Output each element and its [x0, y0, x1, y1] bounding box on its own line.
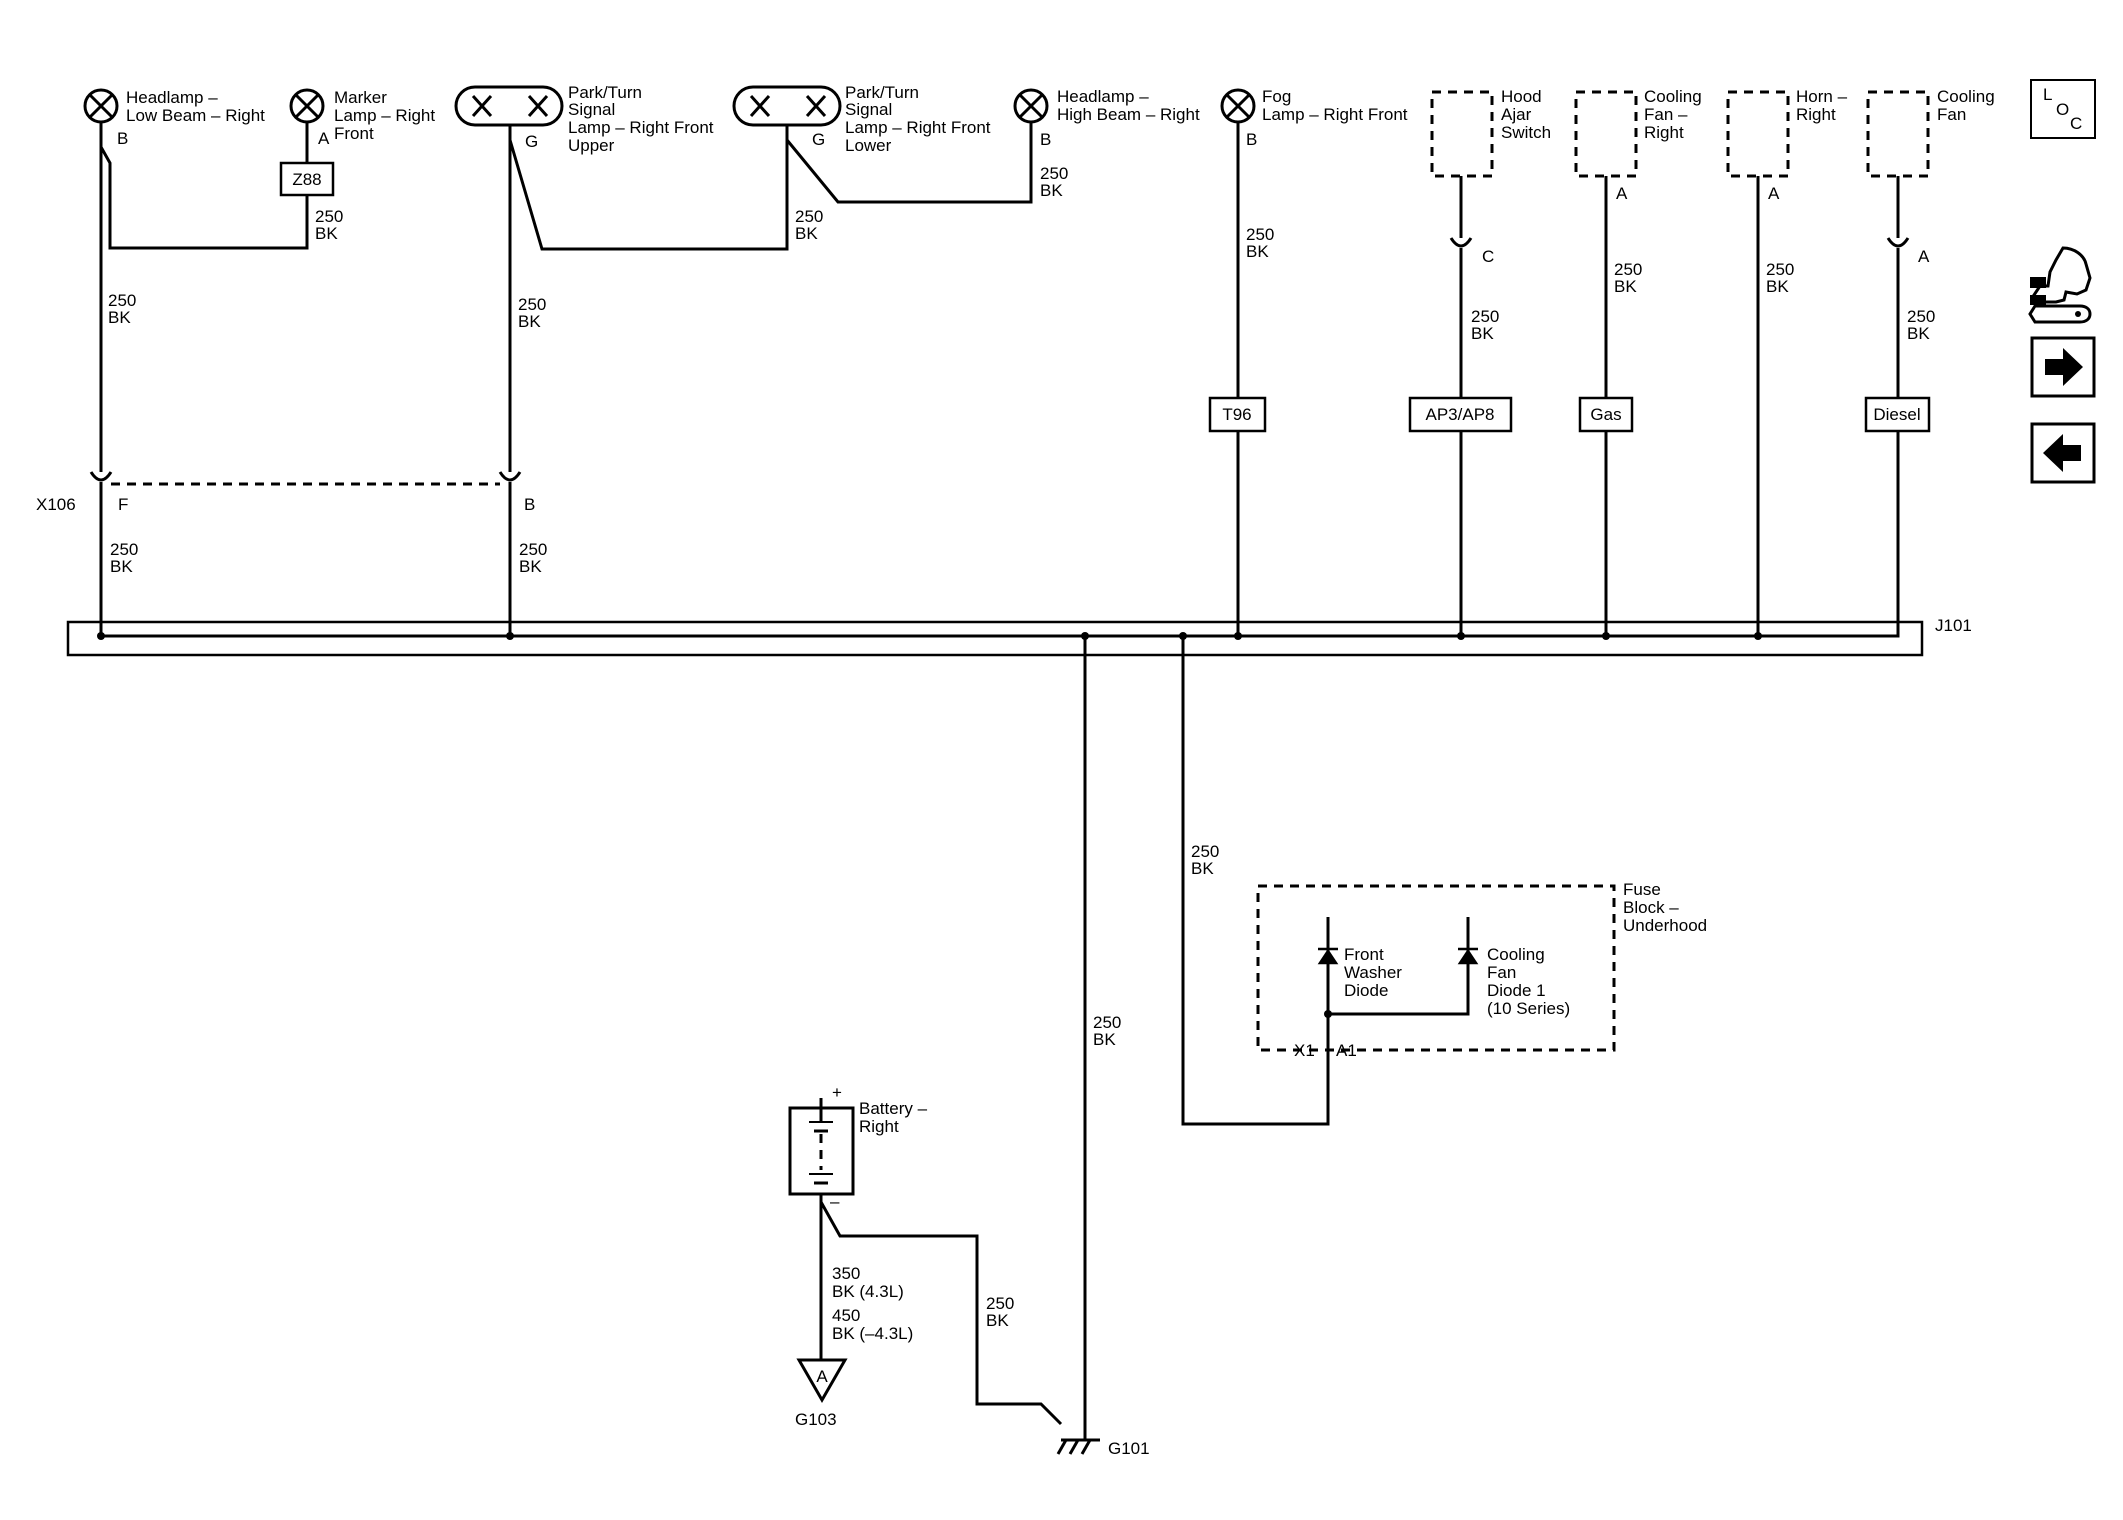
wire-label-hood: 250 BK — [1471, 307, 1504, 343]
wire-label-horn: 250 BK — [1766, 260, 1799, 296]
marker-lamp-label: Marker Lamp – Right Front — [334, 88, 440, 143]
diesel-option-box — [1864, 396, 1931, 433]
cooling-fan-right-pin: A — [1616, 184, 1628, 203]
wire-label-x106-f: 250 BK — [110, 540, 143, 576]
wire-label-fog: 250 BK — [1246, 225, 1279, 261]
battery-plus-pin: + — [832, 1083, 842, 1102]
fuse-block-box — [1256, 884, 1616, 1052]
wire-label-cooling-fan-right: 250 BK — [1614, 260, 1647, 296]
j101-label: J101 — [1935, 616, 1972, 635]
wire-label-park-upper: 250 BK — [518, 295, 551, 331]
marker-lamp-symbol — [289, 88, 325, 124]
fog-lamp-symbol — [1220, 88, 1256, 124]
x106-label: X106 — [36, 495, 76, 514]
headlamp-high-beam-label: Headlamp – High Beam – Right — [1057, 87, 1200, 124]
headlamp-low-beam-symbol — [83, 88, 119, 124]
ap3-option-box — [1408, 396, 1513, 433]
cooling-fan-label: Cooling Fan — [1937, 87, 1999, 124]
hood-pin-c: C — [1482, 247, 1494, 266]
x106-pin-f: F — [118, 495, 128, 514]
gas-option-label: Gas — [1590, 405, 1621, 424]
cooling-fan-box — [1866, 90, 1930, 178]
wire-headlamp-low-splice — [99, 146, 309, 250]
front-washer-diode-symbol — [1317, 947, 1339, 965]
park-turn-lower-label: Park/Turn Signal Lamp – Right Front Lowe… — [845, 83, 995, 155]
wire-label-x106-b: 250 BK — [519, 540, 552, 576]
battery-symbol — [809, 1098, 833, 1185]
wire-fuse-block-feed — [1181, 636, 1330, 1126]
wire-label-battery-g103: 350 BK (4.3L) 450 BK (–4.3L) — [832, 1264, 913, 1343]
z88-option-box — [279, 161, 335, 197]
headlamp-low-beam-label: Headlamp – Low Beam – Right — [126, 88, 265, 125]
arrow-left-icon — [2043, 434, 2081, 472]
horn-right-pin: A — [1768, 184, 1780, 203]
cooling-fan-connector-a — [1886, 237, 1910, 248]
battery-label: Battery – Right — [859, 1099, 932, 1136]
fuse-block-pin-x1: X1 — [1294, 1041, 1315, 1060]
z88-option-label: Z88 — [292, 170, 321, 189]
wire-label-headlamp-high: 250 BK — [1040, 164, 1073, 200]
wire-label-park-lower: 250 BK — [795, 207, 828, 243]
park-turn-upper-label: Park/Turn Signal Lamp – Right Front Uppe… — [568, 83, 718, 155]
back-arrow-button[interactable] — [2030, 422, 2096, 484]
hood-ajar-switch-box — [1430, 90, 1494, 178]
park-turn-upper-symbol — [454, 85, 564, 127]
g103-ground-symbol — [796, 1358, 848, 1404]
cooling-fan-diode-symbol — [1457, 947, 1479, 965]
t96-option-label: T96 — [1222, 405, 1251, 424]
wire-cooling-fan-bottom — [1889, 431, 1900, 638]
loc-button-o: O — [2056, 100, 2069, 119]
t96-option-box — [1208, 396, 1267, 433]
x106-connector-b — [498, 471, 522, 482]
wire-label-battery-g101: 250 BK — [986, 1294, 1019, 1330]
fog-lamp-pin: B — [1246, 130, 1257, 149]
cooling-fan-right-box — [1574, 90, 1638, 178]
wire-label-marker: 250 BK — [315, 207, 348, 243]
front-washer-diode-label: Front Washer Diode — [1344, 945, 1407, 1000]
diesel-option-label: Diesel — [1873, 405, 1920, 424]
x106-connector-f — [89, 471, 113, 482]
cooling-fan-diode-label: Cooling Fan Diode 1 (10 Series) — [1487, 945, 1570, 1018]
x106-pin-b: B — [524, 495, 535, 514]
wire-park-lower — [785, 122, 1033, 204]
park-turn-lower-symbol — [732, 85, 842, 127]
g103-pin: A — [816, 1367, 828, 1386]
fuse-block-junction-dot — [1324, 1010, 1332, 1018]
cooling-fan-right-label: Cooling Fan – Right — [1644, 87, 1706, 142]
marker-lamp-pin: A — [318, 129, 330, 148]
loc-button-c: C — [2070, 114, 2082, 133]
wire-label-fuse-feed: 250 BK — [1191, 842, 1224, 878]
horn-right-label: Horn – Right — [1796, 87, 1852, 124]
fuse-block-label: Fuse Block – Underhood — [1623, 880, 1707, 935]
park-turn-lower-pin: G — [812, 130, 825, 149]
loc-button[interactable]: L O C — [2030, 79, 2096, 139]
wire-park-upper-splice — [508, 125, 789, 251]
arrow-right-icon — [2045, 348, 2083, 386]
battery-minus-pin: – — [830, 1192, 840, 1211]
g101-label: G101 — [1108, 1439, 1150, 1458]
hood-ajar-switch-label: Hood Ajar Switch — [1501, 87, 1551, 142]
ap3-option-label: AP3/AP8 — [1426, 405, 1495, 424]
next-arrow-button[interactable] — [2030, 336, 2096, 398]
loc-button-l: L — [2043, 85, 2052, 104]
horn-right-box — [1726, 90, 1790, 178]
g103-label: G103 — [795, 1410, 837, 1429]
wire-label-bus-g101: 250 BK — [1093, 1013, 1126, 1049]
g101-ground-symbol — [1056, 1438, 1100, 1455]
wrench-hand-icon[interactable] — [2028, 246, 2092, 324]
headlamp-high-pin: B — [1040, 130, 1051, 149]
fuse-block-pin-a1: A1 — [1336, 1041, 1357, 1060]
hood-connector-c — [1449, 237, 1473, 248]
wire-label-headlamp-low: 250 BK — [108, 291, 141, 327]
headlamp-low-pin: B — [117, 129, 128, 148]
j101-splice-bar — [66, 620, 1924, 657]
wire-label-cooling-fan: 250 BK — [1907, 307, 1940, 343]
headlamp-high-beam-symbol — [1013, 88, 1049, 124]
fog-lamp-label: Fog Lamp – Right Front — [1262, 87, 1408, 124]
wire-battery-to-g101 — [819, 1201, 1063, 1426]
cooling-fan-pin: A — [1918, 247, 1930, 266]
park-turn-upper-pin: G — [525, 132, 538, 151]
